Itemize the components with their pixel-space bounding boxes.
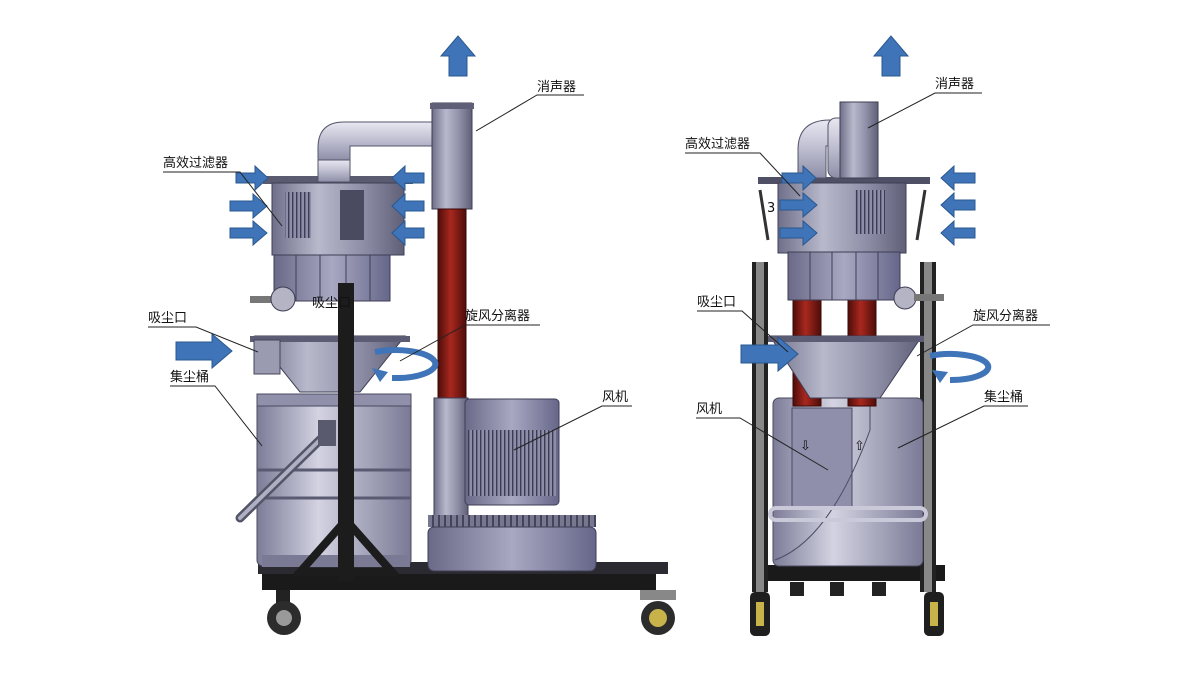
right-caster-right [924,592,944,636]
right-machine: ⇩ ⇧ 3 [685,35,1050,636]
arrow-right-icon [229,192,268,220]
arrow-right-icon [175,332,233,370]
label-inlet: 吸尘口 [148,311,187,326]
left-support-post [338,283,354,581]
left-cyclone [250,335,410,393]
right-silencer [839,101,879,179]
right-base-frame [755,565,945,581]
label-cyclone: 旋风分离器 [973,308,1038,324]
right-cyclone [768,335,924,399]
right-dust-bin [768,397,928,567]
label-fan: 风机 [602,390,628,405]
arrow-left-icon [940,164,976,192]
left-dust-bin [256,393,412,567]
left-caster-front [640,590,676,635]
left-silencer [430,102,474,210]
label-silencer: 消声器 [935,77,974,92]
arrow-up-icon [872,35,910,77]
label-silencer: 消声器 [537,80,576,95]
down-arrow-icon: ⇩ [800,439,811,454]
arrow-left-icon [391,164,425,192]
right-top-pipes [797,101,879,179]
right-caster-left [750,592,770,636]
arrow-right-icon [779,191,818,219]
left-machine: 消声器 高效过滤器 吸尘口 吸尘口 旋风分离器 集尘桶 风机 [148,35,676,635]
arrow-up-icon [439,35,477,77]
arrow-right-icon [779,219,818,247]
swirl-arrow-icon [372,347,439,382]
label-fan: 风机 [696,402,722,417]
left-filter-housing [250,176,413,312]
arrow-left-icon [391,219,425,247]
left-caster-rear [267,590,301,635]
left-top-pipe [317,121,435,183]
label-hepa-filter: 高效过滤器 [685,136,750,152]
arrow-left-icon [940,219,976,247]
label-hepa-filter: 高效过滤器 [163,155,228,171]
swirl-arrow-icon [929,351,992,384]
filter-mark: 3 [767,201,775,216]
left-red-pipe [437,208,467,402]
label-inlet: 吸尘口 [697,295,736,310]
arrow-right-icon [235,164,269,192]
right-filter-housing [758,177,944,310]
label-dust-bin: 集尘桶 [984,389,1023,405]
label-inlet-overlap: 吸尘口 [312,296,351,311]
left-base-frame [262,572,656,590]
up-arrow-icon: ⇧ [854,439,865,454]
left-fan [427,398,597,572]
arrow-left-icon [391,192,425,220]
left-bin-lever [235,420,336,523]
arrow-right-icon [781,164,817,192]
arrow-left-icon [940,191,976,219]
label-cyclone: 旋风分离器 [465,308,530,324]
label-dust-bin: 集尘桶 [170,369,209,385]
arrow-right-icon [229,219,268,247]
